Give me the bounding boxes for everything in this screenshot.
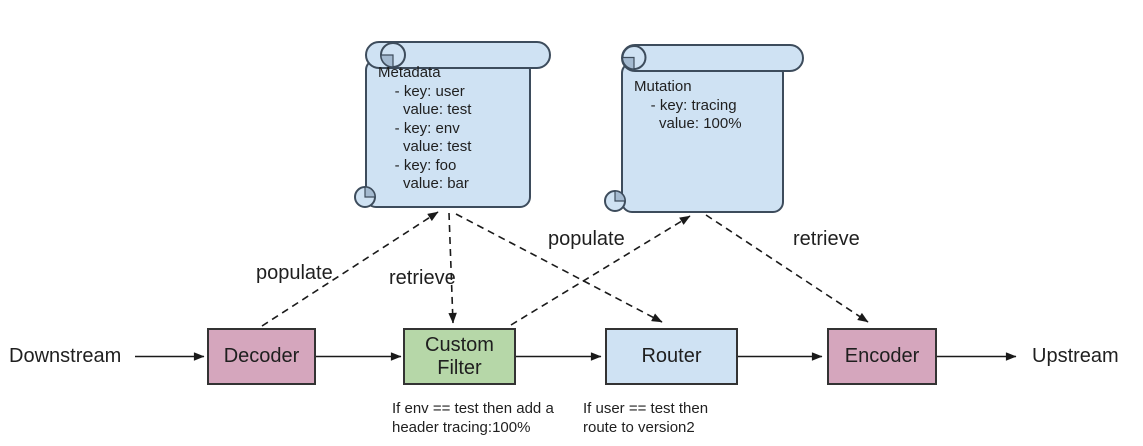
dashed-arrow-metadata-to-router bbox=[455, 213, 663, 323]
scroll-top-roll bbox=[621, 44, 804, 72]
scroll-text-line: Mutation bbox=[634, 78, 692, 95]
metadata-scroll-text: Metadata - key: user value: test - key: … bbox=[378, 64, 471, 194]
scroll-text-line: - key: tracing bbox=[634, 96, 737, 114]
scroll-top-roll bbox=[365, 41, 551, 69]
scroll-text-line: value: test bbox=[378, 138, 472, 155]
upstream-label: Upstream bbox=[1032, 345, 1119, 367]
scroll-text-line: value: test bbox=[378, 101, 472, 118]
mutation-scroll-shape bbox=[604, 44, 804, 213]
edge-label-populate-2: populate bbox=[548, 228, 625, 250]
scroll-text-line: - key: env bbox=[378, 119, 460, 137]
mutation-scroll-text: Mutation - key: tracing value: 100% bbox=[634, 78, 742, 134]
dashed-arrow-metadata-retrieve-filter bbox=[448, 212, 457, 324]
edge-label-retrieve-2: retrieve bbox=[793, 228, 860, 250]
node-custom-filter: Custom Filter bbox=[403, 328, 516, 385]
scroll-text-line: value: bar bbox=[378, 175, 469, 192]
caption-line: If user == test then bbox=[583, 400, 709, 417]
node-router: Router bbox=[605, 328, 738, 385]
metadata-scroll-shape bbox=[354, 41, 551, 208]
scroll-text-line: - key: foo bbox=[378, 156, 457, 174]
caption-line: header tracing:100% bbox=[392, 419, 531, 436]
dashed-arrow-filter-populate-mutation bbox=[510, 215, 691, 326]
dashed-arrow-decoder-populate-metadata bbox=[261, 211, 439, 327]
node-encoder: Encoder bbox=[827, 328, 937, 385]
dashed-arrow-mutation-retrieve-encoder bbox=[705, 214, 869, 323]
node-decoder: Decoder bbox=[207, 328, 316, 385]
custom-filter-caption: If env == test then add a header tracing… bbox=[392, 399, 554, 437]
downstream-label: Downstream bbox=[9, 345, 122, 367]
scroll-text-line: value: 100% bbox=[634, 115, 742, 132]
edge-label-retrieve-1: retrieve bbox=[389, 267, 456, 289]
edge-label-populate-1: populate bbox=[256, 262, 333, 284]
router-caption: If user == test then route to version2 bbox=[583, 399, 708, 437]
node-decoder-label: Decoder bbox=[223, 345, 300, 367]
node-custom-filter-label: Custom Filter bbox=[425, 333, 494, 379]
caption-line: If env == test then add a bbox=[392, 400, 554, 417]
node-encoder-label: Encoder bbox=[844, 345, 920, 367]
node-router-label: Router bbox=[641, 345, 702, 367]
scroll-text-line: - key: user bbox=[378, 82, 465, 100]
scroll-text-line: Metadata bbox=[378, 64, 441, 81]
caption-line: route to version2 bbox=[583, 419, 695, 436]
